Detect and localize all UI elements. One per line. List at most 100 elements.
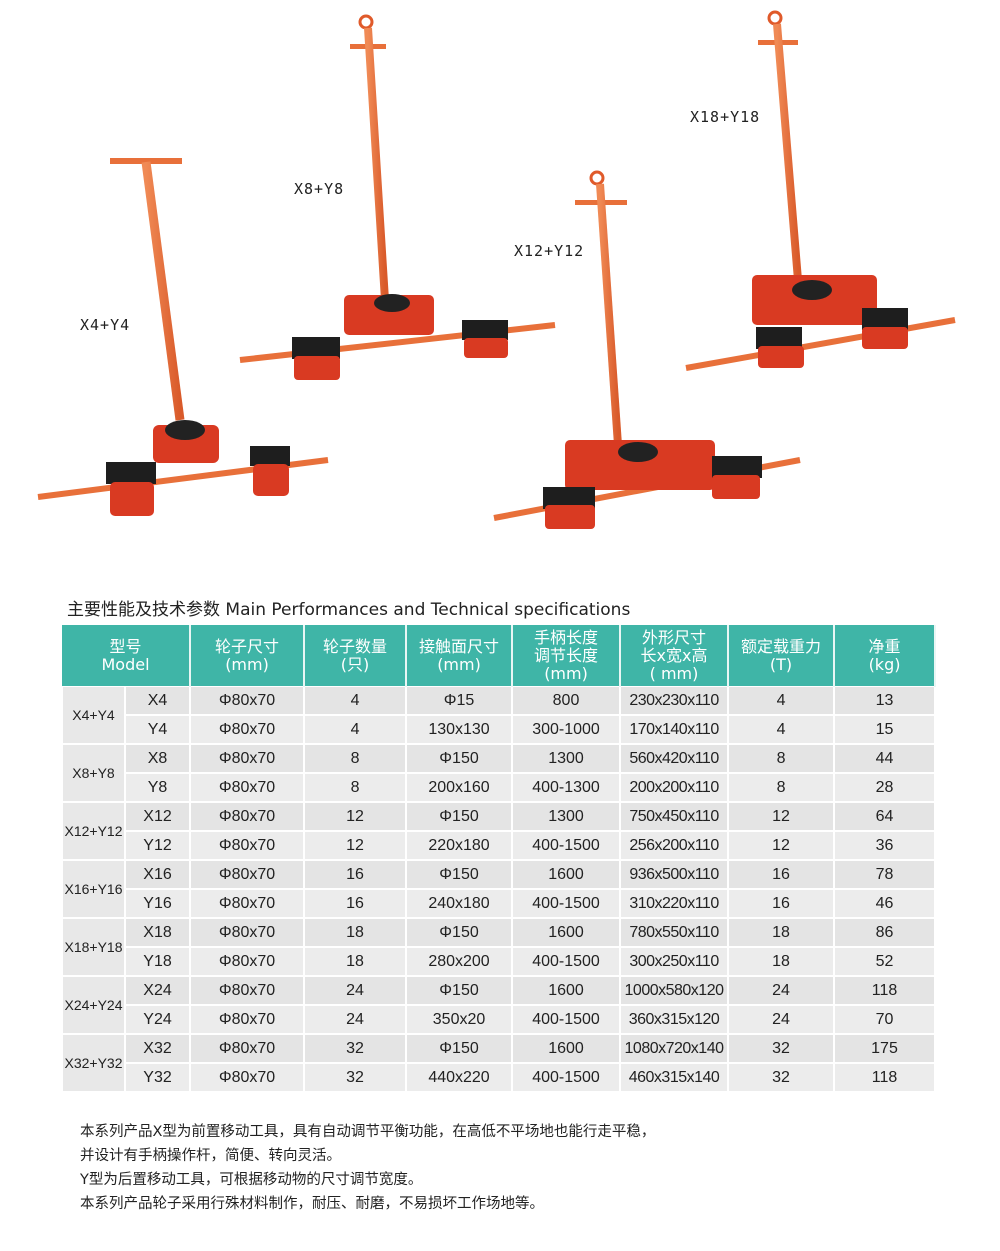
- table-cell: 8: [303, 772, 408, 803]
- header-text: ( mm): [649, 663, 699, 683]
- table-cell: 400-1500: [511, 888, 622, 919]
- table-cell: 220x180: [405, 830, 514, 861]
- table-cell: 18: [303, 917, 408, 948]
- note-line: 本系列产品X型为前置移动工具，具有自动调节平衡功能，在高低不平场地也能行走平稳，: [80, 1124, 656, 1140]
- column-header: 外形尺寸长x宽x高( mm): [620, 625, 730, 687]
- header-text: (T): [769, 654, 793, 674]
- table-cell: Y4: [123, 714, 192, 745]
- section-title: 主要性能及技术参数 Main Performances and Technica…: [67, 600, 631, 620]
- header-text: 净重: [868, 636, 901, 656]
- table-cell: 16: [727, 888, 836, 919]
- table-cell: 24: [303, 975, 408, 1006]
- table-cell: 360x315x120: [619, 1004, 730, 1035]
- column-header: 额定载重力(T): [728, 625, 836, 687]
- table-cell: 32: [303, 1033, 408, 1064]
- table-cell: 4: [303, 714, 408, 745]
- table-cell: 130x130: [405, 714, 514, 745]
- table-cell: Φ80x70: [189, 743, 306, 774]
- table-cell: 16: [727, 859, 836, 890]
- header-text: 型号: [109, 636, 142, 656]
- table-cell: 44: [833, 743, 937, 774]
- table-cell: 32: [303, 1062, 408, 1093]
- table-cell: Y12: [123, 830, 192, 861]
- table-cell: 32: [727, 1062, 836, 1093]
- table-cell: 310x220x110: [619, 888, 730, 919]
- table-cell: X18: [123, 917, 192, 948]
- table-cell: Φ80x70: [189, 946, 306, 977]
- table-cell: Φ15: [405, 686, 514, 716]
- product-label: X4+Y4: [80, 316, 131, 334]
- table-cell: 750x450x110: [619, 801, 730, 832]
- column-header: 轮子尺寸(mm): [190, 625, 306, 687]
- table-cell: Φ80x70: [189, 772, 306, 803]
- table-cell: Y32: [123, 1062, 192, 1093]
- table-cell: 400-1300: [511, 772, 622, 803]
- model-group: X18+Y18: [61, 917, 126, 977]
- table-cell: 13: [833, 686, 937, 716]
- note-line: 并设计有手柄操作杆，简便、转向灵活。: [80, 1148, 341, 1164]
- table-cell: 118: [833, 1062, 937, 1093]
- table-cell: Φ150: [405, 975, 514, 1006]
- table-cell: 175: [833, 1033, 937, 1064]
- table-cell: 15: [833, 714, 937, 745]
- header-text: (只): [340, 654, 370, 674]
- header-text: (mm): [225, 654, 269, 674]
- table-cell: 300-1000: [511, 714, 622, 745]
- table-cell: 1300: [511, 801, 622, 832]
- table-cell: 78: [833, 859, 937, 890]
- product-x4-y4-image: [37, 158, 329, 516]
- column-header: 手柄长度调节长度(mm): [512, 625, 622, 687]
- table-cell: 12: [303, 801, 408, 832]
- table-cell: X12: [123, 801, 192, 832]
- table-cell: 1000x580x120: [619, 975, 730, 1006]
- table-cell: 4: [303, 686, 408, 716]
- table-cell: 18: [303, 946, 408, 977]
- column-header: 轮子数量(只): [304, 625, 408, 687]
- header-text: Model: [101, 654, 150, 674]
- table-cell: Φ80x70: [189, 1062, 306, 1093]
- table-cell: Φ150: [405, 801, 514, 832]
- table-cell: 936x500x110: [619, 859, 730, 890]
- table-cell: Y8: [123, 772, 192, 803]
- table-cell: 46: [833, 888, 937, 919]
- table-cell: 4: [727, 714, 836, 745]
- note-line: 本系列产品轮子采用行殊材料制作，耐压、耐磨，不易损坏工作场地等。: [80, 1196, 544, 1212]
- table-cell: Φ80x70: [189, 686, 306, 716]
- table-cell: 24: [727, 975, 836, 1006]
- table-cell: 1080x720x140: [619, 1033, 730, 1064]
- table-cell: Φ80x70: [189, 975, 306, 1006]
- header-text: (mm): [437, 654, 481, 674]
- header-text: 轮子尺寸: [215, 636, 280, 656]
- table-cell: 64: [833, 801, 937, 832]
- table-cell: 24: [303, 1004, 408, 1035]
- table-cell: 12: [303, 830, 408, 861]
- model-group: X16+Y16: [61, 859, 126, 919]
- table-cell: Φ150: [405, 859, 514, 890]
- table-cell: 350x20: [405, 1004, 514, 1035]
- product-x12-y12-image: [493, 170, 801, 529]
- table-cell: 8: [727, 772, 836, 803]
- table-cell: Φ80x70: [189, 888, 306, 919]
- product-x8-y8-image: [239, 14, 556, 380]
- header-text: (kg): [868, 654, 901, 674]
- table-cell: 18: [727, 946, 836, 977]
- header-text: 接触面尺寸: [419, 636, 500, 656]
- header-text: (mm): [544, 663, 588, 683]
- notes: 本系列产品X型为前置移动工具，具有自动调节平衡功能，在高低不平场地也能行走平稳，…: [80, 1120, 655, 1216]
- table-cell: Φ80x70: [189, 1004, 306, 1035]
- table-cell: 400-1500: [511, 830, 622, 861]
- table-cell: 8: [303, 743, 408, 774]
- product-label: X12+Y12: [514, 242, 585, 260]
- header-text: 调节长度: [534, 645, 599, 665]
- table-cell: 280x200: [405, 946, 514, 977]
- note-line: Y型为后置移动工具，可根据移动物的尺寸调节宽度。: [80, 1172, 423, 1188]
